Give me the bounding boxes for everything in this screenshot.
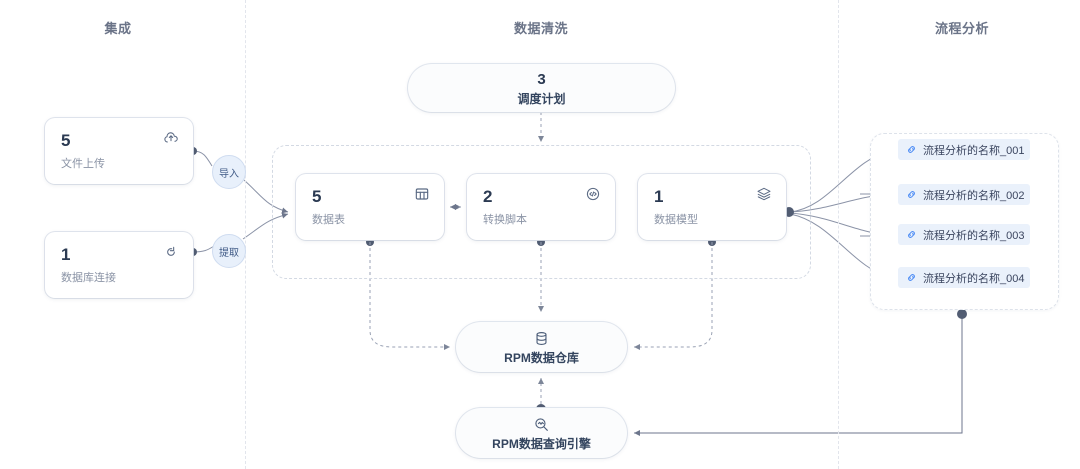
- cleaning-card-label: 转换脚本: [483, 214, 527, 226]
- column-title-analysis: 流程分析: [934, 21, 990, 36]
- analysis-link-label: 流程分析的名称_004: [923, 272, 1025, 285]
- column-divider-right: [838, 0, 839, 469]
- link-icon: [906, 272, 917, 283]
- cleaning-card-data-model[interactable]: 1 数据模型: [638, 174, 786, 240]
- analysis-link-label: 流程分析的名称_003: [923, 229, 1025, 242]
- cleaning-card-count: 1: [654, 187, 664, 206]
- storage-node-label: RPM数据查询引擎: [492, 437, 591, 451]
- source-card-count: 1: [61, 245, 71, 264]
- source-card-label: 数据库连接: [61, 272, 116, 284]
- analysis-link-label: 流程分析的名称_001: [923, 144, 1025, 157]
- table-icon: [414, 186, 430, 202]
- source-card-count: 5: [61, 131, 71, 150]
- storage-node-rpm-query-engine[interactable]: RPM数据查询引擎: [456, 408, 627, 458]
- storage-node-rpm-warehouse[interactable]: RPM数据仓库: [456, 322, 627, 372]
- layers-icon: [756, 186, 772, 202]
- source-card-file-upload[interactable]: 5 文件上传: [45, 118, 193, 184]
- cleaning-card-label: 数据表: [312, 214, 345, 226]
- column-divider-left: [245, 0, 246, 469]
- link-icon: [906, 144, 917, 155]
- connector-badge-extract[interactable]: 提取: [212, 234, 246, 268]
- source-card-database-connection[interactable]: 1 数据库连接: [45, 232, 193, 298]
- search-data-icon: [533, 416, 550, 433]
- cleaning-card-data-table[interactable]: 5 数据表: [296, 174, 444, 240]
- cleaning-card-count: 2: [483, 187, 493, 206]
- link-icon: [906, 189, 917, 200]
- column-title-cleaning: 数据清洗: [513, 21, 569, 36]
- source-card-label: 文件上传: [61, 158, 105, 170]
- edge-dot: [957, 309, 967, 319]
- schedule-plan-label: 调度计划: [517, 91, 566, 106]
- connector-badge-import[interactable]: 导入: [212, 155, 246, 189]
- analysis-link-row-002[interactable]: 流程分析的名称_002: [898, 184, 1030, 205]
- column-title-integration: 集成: [104, 21, 132, 36]
- schedule-plan-count: 3: [537, 70, 546, 88]
- database-connect-icon: [163, 244, 179, 260]
- analysis-link-label: 流程分析的名称_002: [923, 189, 1025, 202]
- storage-node-label: RPM数据仓库: [504, 351, 579, 365]
- cleaning-card-count: 5: [312, 187, 322, 206]
- analysis-link-row-001[interactable]: 流程分析的名称_001: [898, 139, 1030, 160]
- analysis-link-row-004[interactable]: 流程分析的名称_004: [898, 267, 1030, 288]
- database-icon: [533, 330, 550, 347]
- code-circle-icon: [585, 186, 601, 202]
- cloud-upload-icon: [163, 130, 179, 146]
- cleaning-card-label: 数据模型: [654, 214, 698, 226]
- schedule-plan-node[interactable]: 3 调度计划: [408, 64, 675, 112]
- cleaning-card-transform-script[interactable]: 2 转换脚本: [467, 174, 615, 240]
- connector-badge-label: 提取: [219, 247, 239, 259]
- link-icon: [906, 229, 917, 240]
- analysis-link-row-003[interactable]: 流程分析的名称_003: [898, 224, 1030, 245]
- connector-badge-label: 导入: [219, 168, 239, 180]
- data-cleaning-group: [272, 145, 811, 279]
